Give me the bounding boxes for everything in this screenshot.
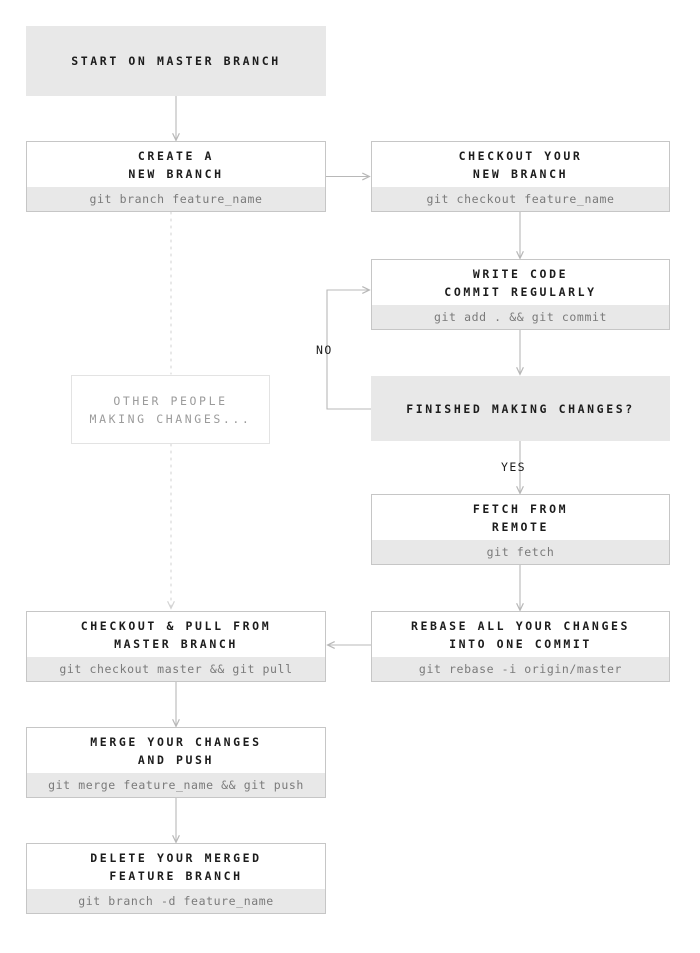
- node-title-line: DELETE YOUR MERGED: [90, 850, 262, 865]
- node-title: CHECKOUT & PULL FROM MASTER BRANCH: [27, 612, 325, 657]
- node-title: FINISHED MAKING CHANGES?: [371, 376, 670, 441]
- node-title-line: MERGE YOUR CHANGES: [90, 734, 262, 749]
- node-title: DELETE YOUR MERGED FEATURE BRANCH: [27, 844, 325, 889]
- node-create-a-new-branch[interactable]: CREATE A NEW BRANCH git branch feature_n…: [26, 141, 326, 212]
- node-command: git merge feature_name && git push: [27, 773, 325, 797]
- node-title: MERGE YOUR CHANGES AND PUSH: [27, 728, 325, 773]
- node-title-line: NEW BRANCH: [472, 166, 569, 181]
- node-checkout-and-pull-from-master[interactable]: CHECKOUT & PULL FROM MASTER BRANCH git c…: [26, 611, 326, 682]
- node-title: WRITE CODE COMMIT REGULARLY: [372, 260, 669, 305]
- node-command: git add . && git commit: [372, 305, 669, 329]
- edge-no-loop: [326, 286, 371, 410]
- node-title-line: COMMIT REGULARLY: [444, 284, 597, 299]
- node-title-line: CREATE A: [137, 148, 215, 163]
- node-title-line: FETCH FROM: [472, 501, 569, 516]
- edge-label-no: NO: [316, 343, 333, 357]
- node-title: START ON MASTER BRANCH: [26, 26, 326, 96]
- node-title-line: REMOTE: [491, 519, 550, 534]
- node-rebase-all-your-changes[interactable]: REBASE ALL YOUR CHANGES INTO ONE COMMIT …: [371, 611, 670, 682]
- node-title: OTHER PEOPLE MAKING CHANGES...: [72, 376, 269, 443]
- node-title-line: START ON MASTER BRANCH: [71, 54, 281, 68]
- node-title-line: AND PUSH: [137, 752, 215, 767]
- node-title-line: CHECKOUT YOUR: [458, 148, 583, 163]
- node-write-code-commit-regularly[interactable]: WRITE CODE COMMIT REGULARLY git add . &&…: [371, 259, 670, 330]
- node-title: CHECKOUT YOUR NEW BRANCH: [372, 142, 669, 187]
- node-title-line: NEW BRANCH: [128, 166, 224, 181]
- node-delete-your-merged-feature-branch[interactable]: DELETE YOUR MERGED FEATURE BRANCH git br…: [26, 843, 326, 914]
- node-title-line: CHECKOUT & PULL FROM: [80, 618, 272, 633]
- node-title-line: FINISHED MAKING CHANGES?: [406, 401, 635, 416]
- node-title: FETCH FROM REMOTE: [372, 495, 669, 540]
- node-title-line: REBASE ALL YOUR CHANGES: [410, 618, 631, 633]
- node-title: REBASE ALL YOUR CHANGES INTO ONE COMMIT: [372, 612, 669, 657]
- node-title-line: WRITE CODE: [472, 266, 569, 281]
- node-start-on-master-branch[interactable]: START ON MASTER BRANCH: [26, 26, 326, 96]
- node-command: git fetch: [372, 540, 669, 564]
- node-command: git branch feature_name: [27, 187, 325, 211]
- node-other-people-making-changes[interactable]: OTHER PEOPLE MAKING CHANGES...: [71, 375, 270, 444]
- node-title: CREATE A NEW BRANCH: [27, 142, 325, 187]
- node-command: git rebase -i origin/master: [372, 657, 669, 681]
- node-command: git checkout master && git pull: [27, 657, 325, 681]
- node-merge-your-changes-and-push[interactable]: MERGE YOUR CHANGES AND PUSH git merge fe…: [26, 727, 326, 798]
- node-title-line: INTO ONE COMMIT: [449, 636, 592, 651]
- node-command: git checkout feature_name: [372, 187, 669, 211]
- node-title-line: OTHER PEOPLE: [113, 393, 228, 408]
- node-finished-making-changes-decision[interactable]: FINISHED MAKING CHANGES?: [371, 376, 670, 441]
- node-command: git branch -d feature_name: [27, 889, 325, 913]
- node-title-line: FEATURE BRANCH: [109, 868, 243, 883]
- node-title-line: MAKING CHANGES...: [89, 411, 252, 426]
- node-fetch-from-remote[interactable]: FETCH FROM REMOTE git fetch: [371, 494, 670, 565]
- edge-label-yes: YES: [501, 460, 526, 474]
- node-checkout-your-new-branch[interactable]: CHECKOUT YOUR NEW BRANCH git checkout fe…: [371, 141, 670, 212]
- node-title-line: MASTER BRANCH: [114, 636, 238, 651]
